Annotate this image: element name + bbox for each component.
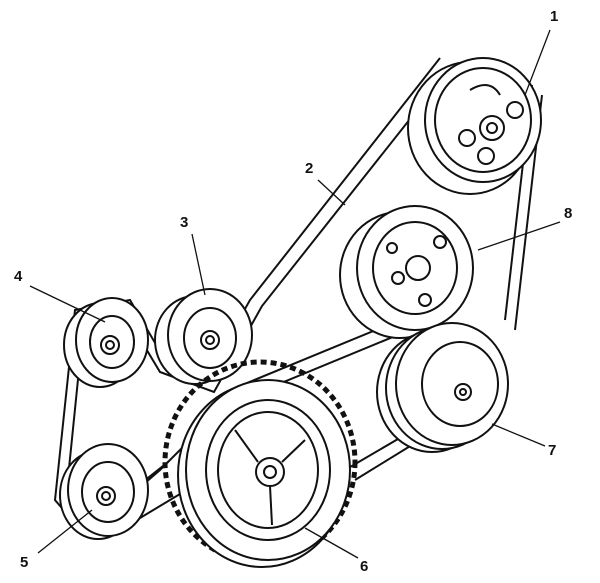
pulley-3 [154,288,253,385]
leader-lines [29,29,561,559]
callout-2: 2 [305,160,314,177]
callout-5: 5 [20,554,29,571]
callout-7: 7 [548,442,557,459]
callout-6: 6 [360,558,369,575]
callout-3: 3 [180,214,189,231]
pulley-7 [376,322,509,453]
pulley-1 [407,57,542,195]
callout-8: 8 [564,205,573,222]
pulley-5 [59,443,149,540]
pulley-8 [339,205,474,339]
callout-1: 1 [550,8,559,25]
pulley-4 [63,297,149,388]
pulley-6 [162,359,358,568]
callout-4: 4 [14,268,23,285]
